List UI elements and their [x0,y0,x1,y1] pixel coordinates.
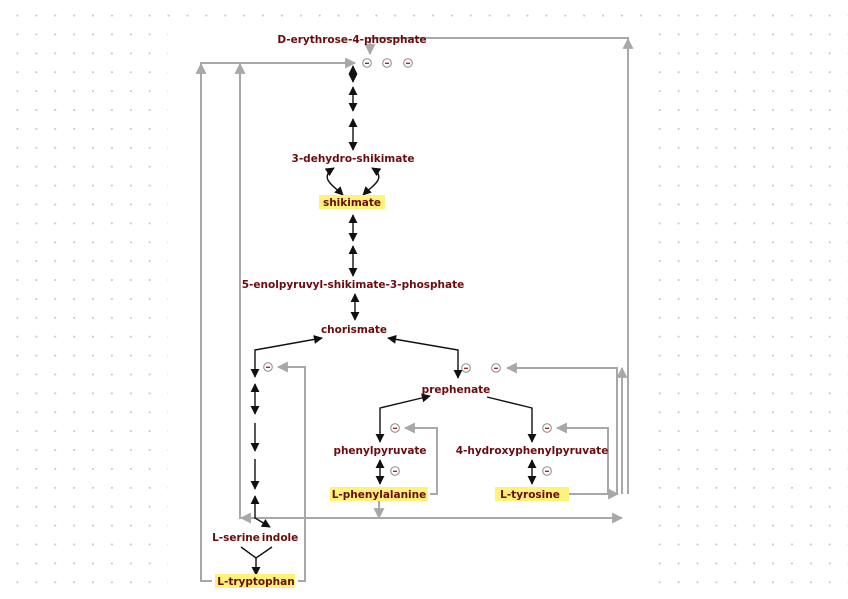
node-label: 5-enolpyruvyl-shikimate-3-phosphate [242,279,465,291]
node-label: 4-hydroxyphenylpyruvate [456,445,609,457]
regulation-edges [195,37,634,582]
reaction-dhs-shik-left [324,167,344,196]
inhibition-icon: tyr ⊖ chor-to-preph [491,363,501,373]
highlight-marker [319,195,385,209]
node-label: shikimate [323,197,381,209]
node-label: L-serine [212,532,260,544]
inhibition-icon: phe ⊖ preph-to-phepyr [390,423,400,433]
node-labels: D-erythrose-4-phosphate 3-dehydro-shikim… [212,34,608,588]
node-label: L-tyrosine [500,489,560,501]
node-shikimate[interactable]: shikimate [319,195,385,209]
node-label: 3-dehydro-shikimate [292,153,415,165]
reaction-trp-branch-to-indole [250,495,271,528]
node-tyrosine[interactable]: L-tyrosine [495,487,569,501]
node-phenylalanine[interactable]: L-phenylalanine [330,487,428,501]
node-indole[interactable]: indole [262,532,299,544]
node-label: D-erythrose-4-phosphate [277,34,426,46]
node-phenylpyruvate[interactable]: phenylpyruvate [333,445,426,457]
node-chorismate[interactable]: chorismate [321,324,387,336]
tyr-to-preph-inhib-edge [505,362,618,494]
node-e4p[interactable]: D-erythrose-4-phosphate [277,34,426,46]
node-label: chorismate [321,324,387,336]
inhibition-icon: phe ⊖ phepyr-to-phe [390,466,400,476]
inhibition-icon: trp ⊖ e4p-step-1 [362,58,372,68]
inhibition-icon: tyr ⊖ hpp-to-tyr [542,466,552,476]
phe-to-phepyr-inhib-edge [403,422,438,495]
top-right-feedback-edge [364,37,629,494]
reaction-preph-hpp [486,396,537,443]
reaction-dhs-shik-right [362,167,382,196]
highlight-marker [495,487,569,501]
tyr-to-hpp-inhib-edge [555,422,609,494]
node-serine[interactable]: L-serine [212,532,260,544]
node-dhs[interactable]: 3-dehydro-shikimate [292,153,415,165]
node-label: L-tryptophan [217,576,294,588]
trp-to-indole-branch-edge [276,361,306,582]
trp-feedback-edge [200,57,357,582]
inhibition-icon: tyr ⊖ e4p-step-1 [403,58,413,68]
node-prephenate[interactable]: prephenate [422,384,491,396]
inhibition-icon: trp ⊖ chor-to-indole [263,362,273,372]
inhibition-icon: phe ⊖ e4p-step-1 [382,58,392,68]
reaction-chor-preph [387,334,463,379]
node-label: prephenate [422,384,491,396]
highlight-marker [215,574,295,588]
node-hpp[interactable]: 4-hydroxyphenylpyruvate [456,445,609,457]
reaction-preph-phepyr [375,393,431,443]
reaction-ser-indole-join [240,546,273,559]
node-label: L-phenylalanine [332,489,427,501]
node-epsp[interactable]: 5-enolpyruvyl-shikimate-3-phosphate [242,279,465,291]
inhibition-icon: phe ⊖ chor-to-preph [461,363,471,373]
highlight-marker [330,487,428,501]
node-tryptophan[interactable]: L-tryptophan [215,574,295,588]
inhibition-marks: trp ⊖ e4p-step-1 phe ⊖ e4p-step-1 tyr ⊖ e4… [263,58,552,476]
node-label: phenylpyruvate [333,445,426,457]
inhibition-icon: tyr ⊖ preph-to-hpp [542,423,552,433]
reaction-chor-trp-branch [250,334,323,378]
reaction-edges [240,65,537,576]
node-label: indole [262,532,299,544]
